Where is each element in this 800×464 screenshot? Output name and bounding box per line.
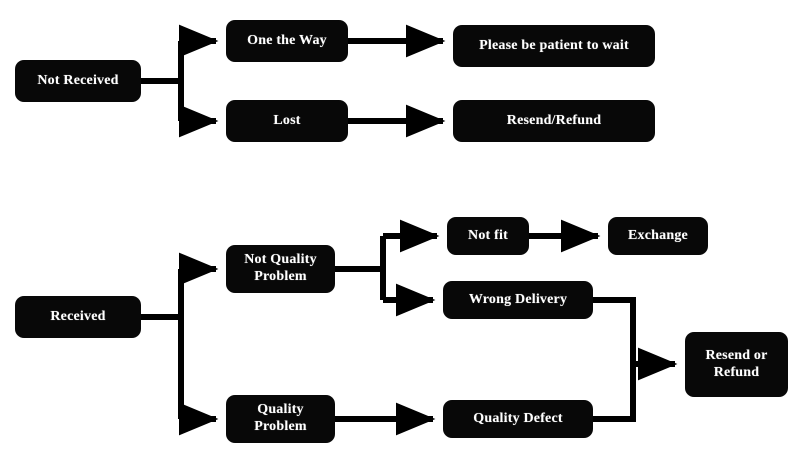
node-not-fit[interactable]: Not fit [447, 217, 529, 255]
node-label: Resend/Refund [506, 112, 602, 128]
node-label: Not Quality Problem [244, 252, 317, 284]
node-wrong-delivery[interactable]: Wrong Delivery [443, 281, 593, 319]
node-lost[interactable]: Lost [226, 100, 348, 142]
node-resend-refund[interactable]: Resend/Refund [453, 100, 655, 142]
node-label: Quality Problem [254, 402, 307, 434]
node-label: Not Received [37, 72, 119, 88]
node-label: Received [50, 308, 106, 324]
edge-quality-defect-to-merge [593, 364, 636, 422]
node-label: Resend or Refund [705, 347, 768, 380]
edge-wrong-delivery-to-merge [593, 297, 636, 364]
node-resend-or-refund[interactable]: Resend or Refund [685, 332, 788, 397]
node-not-received[interactable]: Not Received [15, 60, 141, 102]
node-exchange[interactable]: Exchange [608, 217, 708, 255]
node-label: Quality Defect [473, 410, 563, 426]
node-received[interactable]: Received [15, 296, 141, 338]
node-label: Not fit [468, 227, 508, 243]
node-quality-problem[interactable]: Quality Problem [226, 395, 335, 443]
node-label: One the Way [247, 32, 327, 48]
node-quality-defect[interactable]: Quality Defect [443, 400, 593, 438]
node-one-the-way[interactable]: One the Way [226, 20, 348, 62]
node-label: Please be patient to wait [479, 37, 629, 53]
node-label: Exchange [628, 227, 688, 243]
node-please-be-patient-to-wait[interactable]: Please be patient to wait [453, 25, 655, 67]
node-label: Wrong Delivery [468, 291, 568, 307]
node-label: Lost [273, 112, 301, 128]
node-not-quality-problem[interactable]: Not Quality Problem [226, 245, 335, 293]
